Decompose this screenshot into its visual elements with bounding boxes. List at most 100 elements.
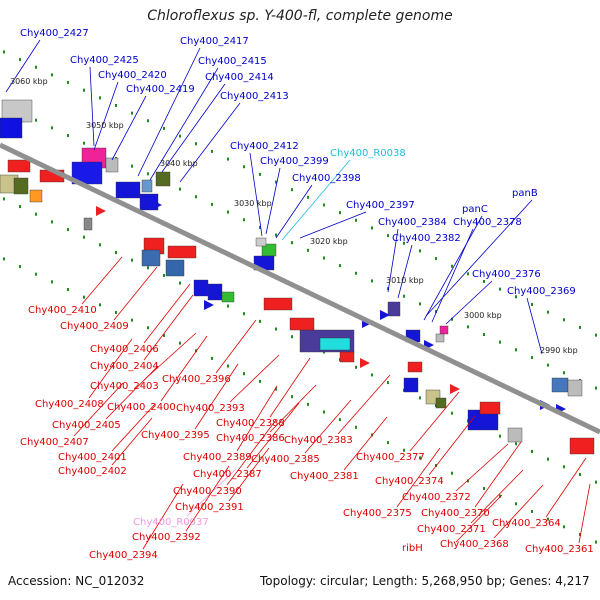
tick-dot [355, 218, 357, 222]
tick-dot [499, 287, 501, 291]
tick-dot [355, 365, 357, 369]
tick-dot [531, 449, 533, 453]
tick-dot [99, 96, 101, 100]
tick-dot [515, 295, 517, 299]
tick-dot [163, 273, 165, 277]
tick-dot [35, 212, 37, 216]
tick-dot [339, 211, 341, 215]
tick-dot [307, 402, 309, 406]
gene-label-bottom: Chy400_2404 [90, 361, 159, 372]
tick-dot [339, 264, 341, 268]
tick-dot [99, 303, 101, 307]
accession-text: Accession: NC_012032 [8, 574, 145, 588]
gene-feature [319, 337, 351, 351]
callout-line [396, 447, 441, 508]
gene-label-bottom: Chy400_2390 [173, 486, 242, 497]
tick-dot [467, 479, 469, 483]
gene-feature [193, 279, 209, 297]
tick-dot [115, 103, 117, 107]
minor-tick-dots [3, 50, 597, 544]
tick-dot [179, 187, 181, 191]
callout-line [89, 66, 95, 147]
callout-line [304, 399, 352, 454]
callout-line [455, 494, 503, 543]
tick-dot [275, 233, 277, 237]
tick-dot [387, 441, 389, 445]
tick-dot [35, 118, 37, 122]
tick-dot [275, 180, 277, 184]
tick-dot [531, 509, 533, 513]
tick-dot [179, 134, 181, 138]
gene-label-bottom: Chy400_2387 [193, 469, 262, 480]
callout-line [474, 441, 522, 508]
callout-line [397, 244, 413, 299]
tick-dot [131, 164, 133, 168]
callout-lines [5, 39, 591, 550]
tick-dot [547, 517, 549, 521]
tick-dot [179, 281, 181, 285]
tick-dot [67, 134, 69, 138]
tick-dot [371, 373, 373, 377]
gene-label-bottom: Chy400_2405 [52, 420, 121, 431]
gene-label-bottom: Chy400_2391 [175, 502, 244, 513]
gene-label-top: Chy400_2425 [70, 55, 139, 66]
tick-dot [3, 257, 5, 261]
gene-feature [435, 333, 445, 343]
tick-dot [19, 265, 21, 269]
tick-dot [307, 248, 309, 252]
callout-line [337, 374, 391, 435]
tick-dot [19, 205, 21, 209]
gene-label-bottom: Chy400_2381 [290, 471, 359, 482]
gene-label-top: Chy400_2414 [205, 72, 274, 83]
gene-feature [155, 171, 171, 187]
kbp-label: 3030 kbp [234, 199, 272, 208]
tick-dot [483, 333, 485, 337]
callout-line [578, 483, 591, 544]
tick-dot [419, 249, 421, 253]
tick-dot [99, 243, 101, 247]
tick-dot [515, 502, 517, 506]
tick-dot [131, 318, 133, 322]
kbp-label: 3000 kbp [464, 311, 502, 320]
callout-line [81, 256, 123, 305]
gene-label-bottom: Chy400_2368 [440, 539, 509, 550]
tick-dot [259, 225, 261, 229]
tick-dot [211, 356, 213, 360]
tick-dot [147, 326, 149, 330]
genome-backbone [0, 142, 600, 435]
tick-dot [67, 228, 69, 232]
gene-feature [387, 301, 401, 317]
tick-dot [467, 272, 469, 276]
gene-label-bottom: Chy400_2409 [60, 321, 129, 332]
tick-dot [419, 396, 421, 400]
callout-line [423, 215, 483, 321]
tick-dot [147, 266, 149, 270]
genome-summary-text: Topology: circular; Length: 5,268,950 bp… [260, 574, 590, 588]
tick-dot [227, 364, 229, 368]
tick-dot [387, 234, 389, 238]
tick-dot [451, 317, 453, 321]
tick-dot [67, 81, 69, 85]
gene-label-top: Chy400_2399 [260, 156, 329, 167]
tick-dot [595, 386, 597, 390]
tick-dot [131, 258, 133, 262]
tick-dot [451, 264, 453, 268]
tick-dot [259, 319, 261, 323]
callout-line [236, 385, 278, 452]
callout-line [246, 402, 300, 469]
gene-label-top: Chy400_2384 [378, 217, 447, 228]
kbp-label: 3010 kbp [386, 276, 424, 285]
callout-line [143, 332, 197, 381]
tick-dot [83, 141, 85, 145]
tick-dot [147, 119, 149, 123]
callout-line [431, 228, 474, 323]
tick-dot [387, 287, 389, 291]
callout-line [226, 419, 277, 486]
tick-dot [67, 288, 69, 292]
callout-line [526, 297, 543, 355]
tick-dot [35, 65, 37, 69]
gene-feature [7, 159, 31, 173]
tick-dot [243, 165, 245, 169]
callout-line [493, 484, 544, 539]
